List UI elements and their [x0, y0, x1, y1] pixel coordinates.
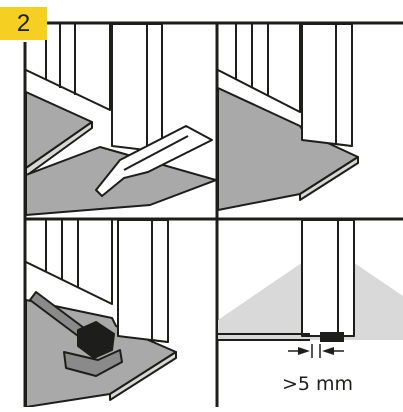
gap-spacer: [320, 332, 344, 342]
saw-guide: [95, 125, 213, 197]
panel-grid: [23, 21, 403, 407]
door-frame-post-side: [151, 220, 169, 343]
gap-arrow-left-icon: [322, 347, 334, 355]
hammer-head: [77, 321, 115, 359]
panel-bottom-right: [218, 220, 403, 358]
gap-arrow-right-icon: [298, 347, 310, 355]
door-jamb-lines: [26, 220, 113, 305]
panel-bottom-left: [26, 220, 177, 407]
gap-measurement-label: >5 mm: [282, 373, 354, 395]
tapping-block: [63, 349, 123, 377]
floor-panel-edge: [109, 351, 177, 401]
door-frame-post: [301, 220, 355, 337]
door-jamb-lines: [26, 24, 111, 111]
floor-panel-edge: [299, 156, 359, 201]
panel-top-right: [218, 24, 359, 211]
door-jamb-lines: [218, 24, 301, 113]
door-frame-post-side: [146, 24, 163, 153]
panel-top-left: [26, 24, 216, 216]
saw-guide-edge: [123, 135, 189, 171]
floor-board-left-edge: [26, 121, 93, 177]
door-frame-post-side: [335, 24, 353, 147]
step-number-badge: 2: [0, 7, 47, 40]
